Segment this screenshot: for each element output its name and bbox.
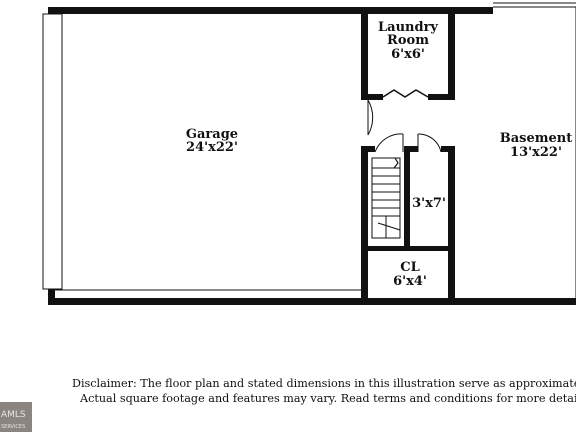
laundry-label-line2: Room [387,33,429,48]
basement-label: Basement [500,131,572,146]
laundry-bifold-door [382,89,429,98]
stair-top-stub-left [361,146,375,152]
disclaimer-line-1: Disclaimer: The floor plan and stated di… [72,377,576,390]
garage-size: 24'x22' [186,140,238,155]
stair-top-stub-right [441,146,455,152]
staircase [371,157,401,239]
garage-label: Garage [186,127,238,142]
mls-logo-text: AMLS [1,410,26,420]
closet-door-arc [417,133,442,153]
basement-left-wall [448,146,455,305]
laundry-label-line1: Laundry [378,20,438,35]
disclaimer-line-2: Actual square footage and features may v… [80,392,576,405]
laundry-bottom-wall-left [361,94,383,100]
laundry-size: 6'x6' [391,47,425,62]
garage-door [42,13,63,290]
floor-plan: Garage 24'x22' Laundry Room 6'x6' Baseme… [42,2,576,305]
closet-top-wall [361,246,455,251]
laundry-left-wall [361,7,368,100]
stair-door-arc [374,133,404,153]
laundry-bottom-wall-right [428,94,455,100]
stair-right-wall [404,146,410,246]
laundry-door-arc [367,99,374,136]
laundry-right-wall [448,7,455,100]
closet-label: CL [400,260,420,275]
basement-size: 13'x22' [510,145,562,160]
mls-logo-subtext: SERVICES [1,424,26,430]
stair-top-stub-mid [404,146,418,152]
closet-size: 6'x4' [393,274,427,289]
mls-logo: AMLS SERVICES [0,402,32,432]
stair-size: 3'x7' [412,196,446,211]
stair-left-wall [361,146,368,305]
bottom-wall [48,298,576,305]
top-wall [48,7,493,14]
